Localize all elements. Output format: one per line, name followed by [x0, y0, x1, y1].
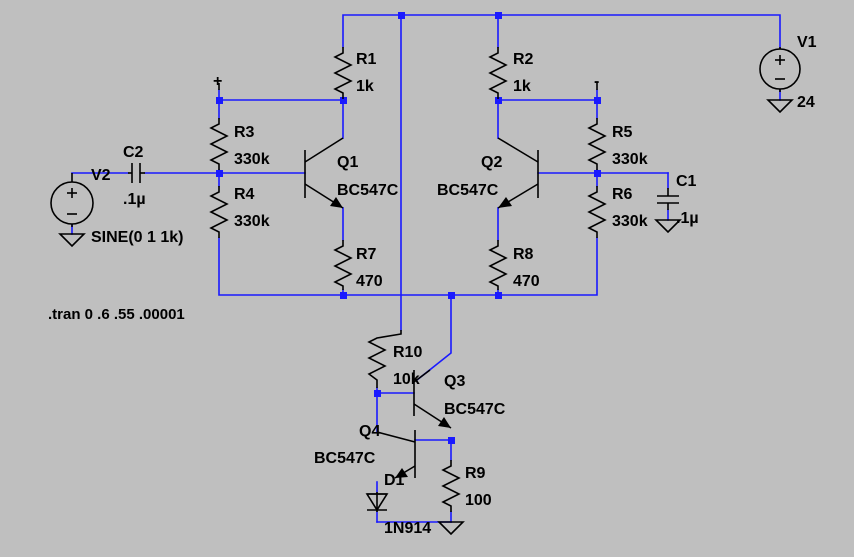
resistor-r8[interactable]	[488, 240, 508, 290]
label-r9-value: 100	[465, 492, 492, 509]
transistor-q3[interactable]	[413, 369, 452, 429]
label-r10-name: R10	[393, 344, 422, 361]
resistor-r2[interactable]	[488, 47, 508, 99]
voltage-source-v2[interactable]	[50, 173, 94, 227]
label-q2-model: BC547C	[437, 182, 499, 199]
junction-dot	[448, 437, 455, 444]
label-r7-name: R7	[356, 246, 377, 263]
wire-top-rail	[342, 14, 781, 48]
label-q1-model: BC547C	[337, 182, 399, 199]
grounds	[58, 99, 794, 536]
label-r3-value: 330k	[234, 151, 270, 168]
label-q1-name: Q1	[337, 154, 358, 171]
wire-q3-emitter	[414, 439, 452, 461]
transistor-q2[interactable]	[497, 137, 539, 209]
wires	[71, 14, 781, 523]
resistor-r4[interactable]	[209, 186, 229, 238]
junction-dot	[216, 97, 223, 104]
junction-dot	[594, 97, 601, 104]
resistors	[209, 47, 607, 512]
label-r2-value: 1k	[513, 78, 531, 95]
junction-dot	[495, 97, 502, 104]
resistor-r10[interactable]	[367, 330, 402, 388]
label-r4-value: 330k	[234, 213, 270, 230]
transistors	[304, 137, 539, 479]
label-d1-name: D1	[384, 472, 405, 489]
wire-q3-collector	[415, 294, 452, 382]
resistor-r9[interactable]	[441, 460, 461, 512]
ground-icon	[654, 219, 682, 234]
label-c1-name: C1	[676, 173, 697, 190]
label-v1-value: 24	[797, 94, 815, 111]
label-v2-name: V2	[91, 167, 111, 184]
label-r2-name: R2	[513, 51, 534, 68]
label-q2-name: Q2	[481, 154, 502, 171]
label-r1-value: 1k	[356, 78, 374, 95]
junction-dot	[340, 292, 347, 299]
junction-dot	[340, 97, 347, 104]
label-q4-model: BC547C	[314, 450, 376, 467]
label-v2-value: SINE(0 1 1k)	[91, 229, 183, 246]
ground-icon	[437, 521, 465, 536]
wire-bottom-rail	[218, 237, 598, 296]
label-c2-name: C2	[123, 144, 144, 161]
label-r9-name: R9	[465, 465, 486, 482]
junction-dot	[398, 12, 405, 19]
junction-dot	[495, 12, 502, 19]
ground-icon	[58, 233, 86, 248]
label-r6-name: R6	[612, 186, 633, 203]
junction-dot	[495, 292, 502, 299]
net-label-minus: -	[594, 73, 599, 90]
transistor-q1[interactable]	[304, 137, 344, 209]
resistor-r5[interactable]	[587, 118, 607, 170]
diode-d1[interactable]	[365, 492, 389, 512]
transistor-q4[interactable]	[376, 430, 416, 479]
capacitors	[128, 163, 679, 210]
label-q4-name: Q4	[359, 423, 380, 440]
resistor-r6[interactable]	[587, 186, 607, 238]
capacitor-c1[interactable]	[657, 188, 679, 210]
label-r1-name: R1	[356, 51, 377, 68]
label-r5-value: 330k	[612, 151, 648, 168]
label-r3-name: R3	[234, 124, 255, 141]
label-d1-model: 1N914	[384, 520, 431, 537]
label-r5-name: R5	[612, 124, 633, 141]
ground-icon	[766, 99, 794, 114]
label-q3-name: Q3	[444, 373, 465, 390]
junction-dot	[448, 292, 455, 299]
net-label-plus: +	[213, 73, 222, 90]
label-r7-value: 470	[356, 273, 383, 290]
label-c2-value: .1µ	[123, 191, 146, 208]
junction-dot	[216, 170, 223, 177]
junctions	[216, 12, 601, 444]
voltage-sources	[50, 47, 801, 227]
label-c1-value: .1µ	[676, 210, 699, 227]
label-r8-value: 470	[513, 273, 540, 290]
junction-dot	[594, 170, 601, 177]
voltage-source-v1[interactable]	[759, 47, 801, 92]
resistor-r3[interactable]	[209, 118, 229, 170]
resistor-r1[interactable]	[333, 47, 353, 99]
junction-dot	[374, 390, 381, 397]
label-r4-name: R4	[234, 186, 255, 203]
spice-directive[interactable]: .tran 0 .6 .55 .00001	[48, 306, 185, 323]
resistor-r7[interactable]	[333, 240, 353, 290]
capacitor-c2[interactable]	[128, 163, 145, 183]
label-q3-model: BC547C	[444, 401, 506, 418]
labels: R1 1k R2 1k R3 330k R4 330k R5 330k R6 3…	[48, 34, 817, 537]
label-r6-value: 330k	[612, 213, 648, 230]
label-r8-name: R8	[513, 246, 534, 263]
label-r10-value: 10k	[393, 371, 420, 388]
label-v1-name: V1	[797, 34, 817, 51]
